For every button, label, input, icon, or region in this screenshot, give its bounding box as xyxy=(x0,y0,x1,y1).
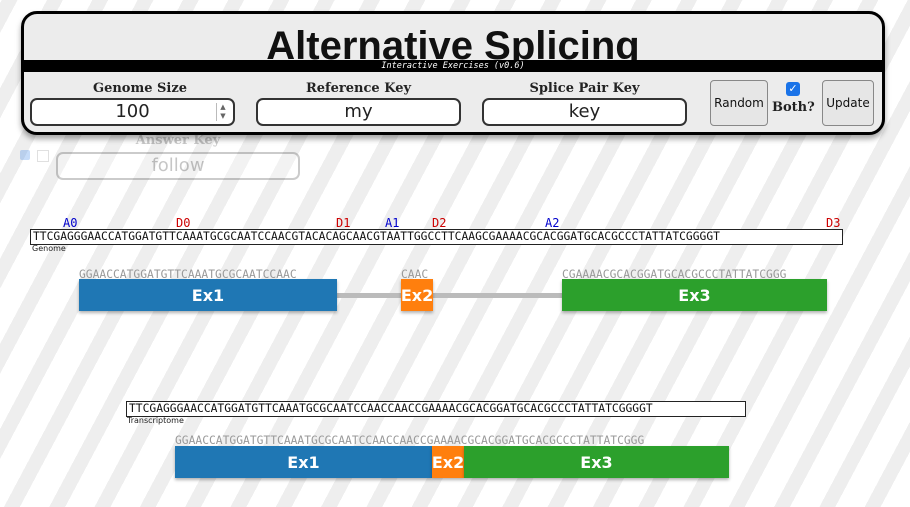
transcript-exon-ex3: Ex3 xyxy=(464,446,729,478)
transcriptome-label: Transcriptome xyxy=(127,416,184,425)
exon-ex2: Ex2 xyxy=(401,279,433,311)
transcript-combined-sequence: GGAACCATGGATGTTCAAATGCGCAATCCAACCAACCGAA… xyxy=(175,434,645,447)
answer-key-label: Answer Key xyxy=(135,133,221,148)
site-label-d1: D1 xyxy=(336,216,351,230)
genome-size-input[interactable]: 100 ▲▼ xyxy=(30,98,235,126)
genome-size-label: Genome Size xyxy=(92,81,188,96)
genome-label: Genome xyxy=(32,244,66,253)
reference-key-label: Reference Key xyxy=(305,81,412,96)
exon-ex3: Ex3 xyxy=(562,279,827,311)
checkmark-icon: ✓ xyxy=(788,82,798,95)
site-label-a0: A0 xyxy=(63,216,78,230)
answer-checkbox-secondary[interactable] xyxy=(37,150,49,162)
both-checkbox[interactable]: ✓ xyxy=(786,82,800,96)
splice-pair-key-value: key xyxy=(568,101,601,122)
answer-checkbox[interactable] xyxy=(20,150,30,160)
site-label-a2: A2 xyxy=(545,216,560,230)
intron-2 xyxy=(432,293,562,298)
exon-sequence-ex2: CAAC xyxy=(401,268,429,281)
answer-key-value: follow xyxy=(151,155,205,176)
exon-ex1: Ex1 xyxy=(79,279,337,311)
control-panel: Alternative Splicing Interactive Exercis… xyxy=(21,11,885,135)
random-button[interactable]: Random xyxy=(710,80,768,126)
transcriptome-sequence: TTCGAGGGAACCATGGATGTTCAAATGCGCAATCCAACCA… xyxy=(126,401,746,417)
spinner-arrows-icon[interactable]: ▲▼ xyxy=(216,103,229,121)
exon-sequence-ex3: CGAAAACGCACGGATGCACGCCCTATTATCGGG xyxy=(562,268,787,281)
transcript-exon-ex2: Ex2 xyxy=(432,446,464,478)
genome-size-value: 100 xyxy=(115,101,150,122)
site-label-d2: D2 xyxy=(432,216,447,230)
page-title: Alternative Splicing xyxy=(266,24,640,62)
site-label-d0: D0 xyxy=(176,216,191,230)
both-label: Both? xyxy=(772,100,815,115)
splice-pair-key-input[interactable]: key xyxy=(482,98,687,126)
genome-sequence: TTCGAGGGAACCATGGATGTTCAAATGCGCAATCCAACGT… xyxy=(30,229,843,245)
intron-1 xyxy=(336,293,402,298)
answer-key-input[interactable]: follow xyxy=(56,152,300,180)
reference-key-input[interactable]: my xyxy=(256,98,461,126)
site-label-a1: A1 xyxy=(385,216,400,230)
subtitle-banner: Interactive Exercises (v0.6) xyxy=(24,60,882,72)
reference-key-value: my xyxy=(344,101,373,122)
exon-sequence-ex1: GGAACCATGGATGTTCAAATGCGCAATCCAAC xyxy=(79,268,297,281)
site-label-d3: D3 xyxy=(826,216,841,230)
splice-pair-key-label: Splice Pair Key xyxy=(529,81,640,96)
transcript-exon-ex1: Ex1 xyxy=(175,446,432,478)
update-button[interactable]: Update xyxy=(822,80,874,126)
